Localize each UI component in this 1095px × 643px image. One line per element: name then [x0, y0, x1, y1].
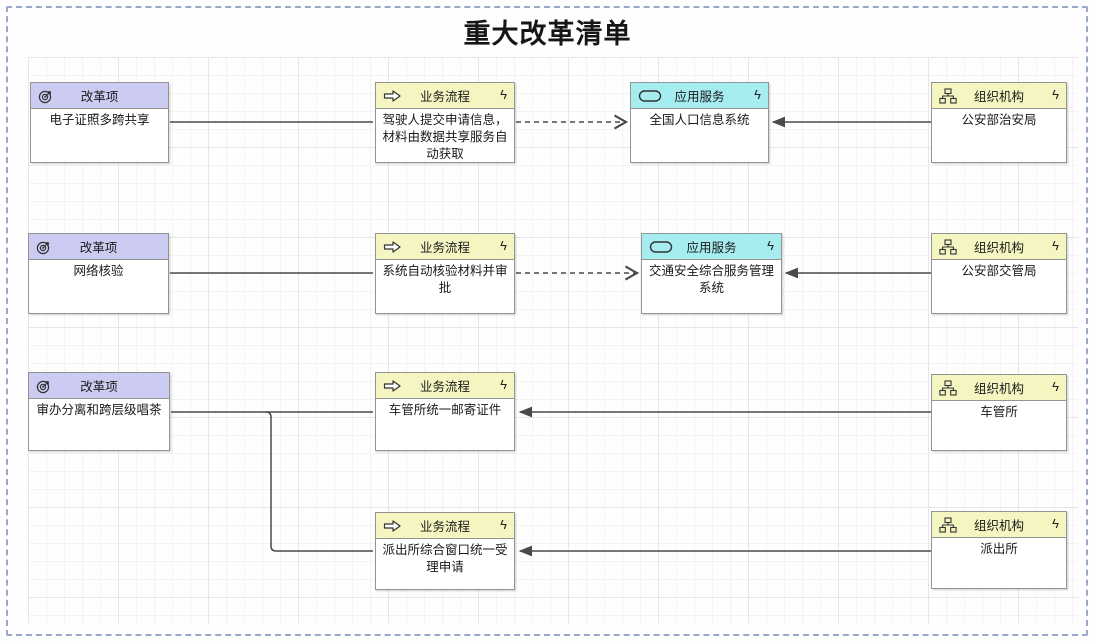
node-header: 组织机构 ϟ [932, 512, 1066, 538]
rounded-rect-icon [649, 240, 673, 253]
node-process-4[interactable]: 业务流程 ϟ 派出所综合窗口统一受理申请 [375, 512, 515, 590]
lightning-icon: ϟ [500, 87, 507, 102]
org-chart-icon [939, 87, 957, 104]
node-service-2[interactable]: 应用服务 ϟ 交通安全综合服务管理系统 [641, 233, 782, 314]
arrow-right-icon [383, 519, 402, 533]
node-type-label: 业务流程 [419, 90, 470, 104]
node-org-3[interactable]: 组织机构 ϟ 车管所 [931, 374, 1067, 451]
node-type-label: 组织机构 [973, 382, 1024, 396]
node-org-1[interactable]: 组织机构 ϟ 公安部治安局 [931, 82, 1067, 163]
node-type-label: 改革项 [79, 241, 118, 255]
node-type-label: 应用服务 [686, 241, 737, 255]
node-process-1[interactable]: 业务流程 ϟ 驾驶人提交申请信息，材料由数据共享服务自动获取 [375, 82, 515, 163]
node-label: 电子证照多跨共享 [49, 113, 150, 127]
node-type-label: 业务流程 [419, 241, 470, 255]
node-header: 应用服务 ϟ [631, 83, 768, 109]
node-type-label: 应用服务 [674, 90, 725, 104]
node-reform-3[interactable]: 改革项 审办分离和跨层级唱茶 [28, 372, 170, 451]
node-label: 公安部交管局 [961, 264, 1037, 278]
goal-target-icon [36, 378, 52, 394]
node-header: 改革项 [31, 83, 168, 109]
node-header: 组织机构 ϟ [932, 375, 1066, 401]
node-header: 组织机构 ϟ [932, 234, 1066, 260]
node-header: 应用服务 ϟ [642, 234, 781, 260]
node-label: 派出所 [980, 542, 1018, 556]
lightning-icon: ϟ [500, 377, 507, 392]
node-header: 业务流程 ϟ [376, 234, 514, 260]
goal-target-icon [36, 239, 52, 255]
goal-target-icon [38, 88, 54, 104]
lightning-icon: ϟ [500, 238, 507, 253]
node-type-label: 业务流程 [419, 380, 470, 394]
node-label: 车管所统一邮寄证件 [388, 403, 502, 417]
node-label: 车管所 [980, 405, 1018, 419]
lightning-icon: ϟ [754, 87, 761, 102]
node-label: 交通安全综合服务管理系统 [648, 264, 774, 295]
node-org-2[interactable]: 组织机构 ϟ 公安部交管局 [931, 233, 1067, 314]
node-label: 驾驶人提交申请信息，材料由数据共享服务自动获取 [382, 113, 508, 161]
lightning-icon: ϟ [1052, 379, 1059, 394]
node-type-label: 组织机构 [973, 241, 1024, 255]
node-reform-2[interactable]: 改革项 网络核验 [28, 233, 169, 314]
node-process-3[interactable]: 业务流程 ϟ 车管所统一邮寄证件 [375, 372, 515, 451]
lightning-icon: ϟ [1052, 516, 1059, 531]
node-type-label: 改革项 [80, 90, 119, 104]
node-label: 审办分离和跨层级唱茶 [36, 403, 162, 417]
node-header: 改革项 [29, 234, 168, 260]
node-header: 业务流程 ϟ [376, 83, 514, 109]
org-chart-icon [939, 238, 957, 255]
org-chart-icon [939, 516, 957, 533]
grid-background [28, 57, 1078, 623]
lightning-icon: ϟ [767, 238, 774, 253]
lightning-icon: ϟ [500, 517, 507, 532]
rounded-rect-icon [638, 89, 662, 102]
node-header: 业务流程 ϟ [376, 513, 514, 539]
edge-reform3-process4 [265, 411, 373, 552]
node-service-1[interactable]: 应用服务 ϟ 全国人口信息系统 [630, 82, 769, 163]
node-label: 全国人口信息系统 [649, 113, 750, 127]
node-header: 改革项 [29, 373, 169, 399]
node-process-2[interactable]: 业务流程 ϟ 系统自动核验材料并审批 [375, 233, 515, 314]
arrow-right-icon [383, 89, 402, 103]
node-type-label: 业务流程 [419, 520, 470, 534]
page-title: 重大改革清单 [463, 19, 632, 49]
node-type-label: 组织机构 [973, 90, 1024, 104]
node-reform-1[interactable]: 改革项 电子证照多跨共享 [30, 82, 169, 163]
lightning-icon: ϟ [1052, 87, 1059, 102]
node-header: 业务流程 ϟ [376, 373, 514, 399]
node-label: 网络核验 [73, 264, 124, 278]
lightning-icon: ϟ [1052, 238, 1059, 253]
org-chart-icon [939, 379, 957, 396]
node-type-label: 改革项 [80, 380, 118, 394]
node-label: 公安部治安局 [961, 113, 1037, 127]
node-org-4[interactable]: 组织机构 ϟ 派出所 [931, 511, 1067, 589]
node-type-label: 组织机构 [973, 519, 1024, 533]
node-label: 系统自动核验材料并审批 [382, 264, 508, 295]
node-header: 组织机构 ϟ [932, 83, 1066, 109]
arrow-right-icon [383, 240, 402, 254]
node-label: 派出所综合窗口统一受理申请 [382, 543, 508, 574]
arrow-right-icon [383, 379, 402, 393]
